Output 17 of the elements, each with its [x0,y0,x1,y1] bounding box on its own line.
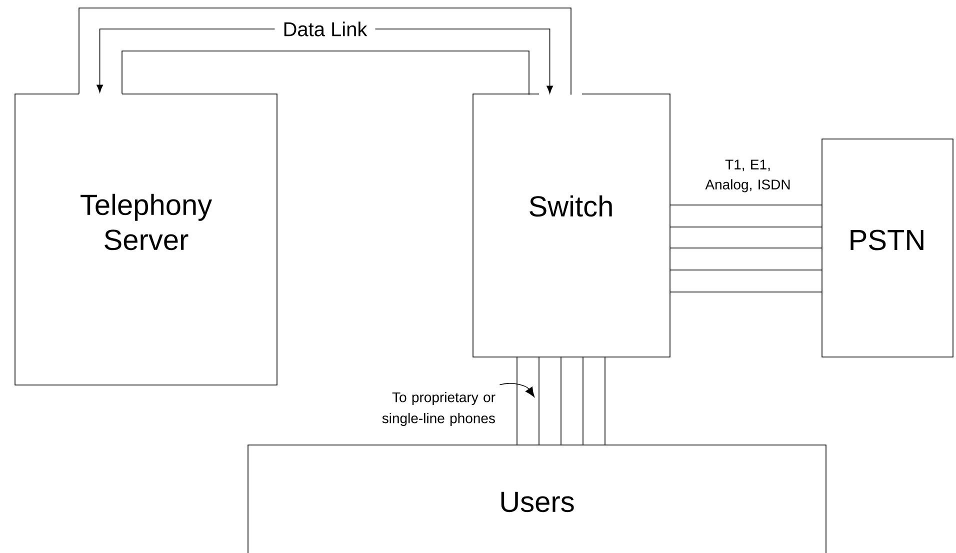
phone-line [560,356,562,446]
server-box: Telephony Server [14,94,278,386]
note-text: To proprietary or single-line phones [382,392,496,426]
network-box: PSTN [822,138,954,358]
trunk-line [670,226,822,228]
phone-line [582,356,584,446]
phone-line [516,356,518,446]
trunk-line [670,204,822,206]
pipe-line [78,8,572,96]
phone-line [538,356,540,446]
line-label: T1, E1, Analog, ISDN [705,160,790,192]
switch-box: Switch [472,94,670,358]
leader-line [499,383,535,398]
users-box: Users [248,444,826,553]
phone-line [604,356,606,446]
edge-label: Data Link [274,20,376,38]
pipe-line [122,50,530,96]
